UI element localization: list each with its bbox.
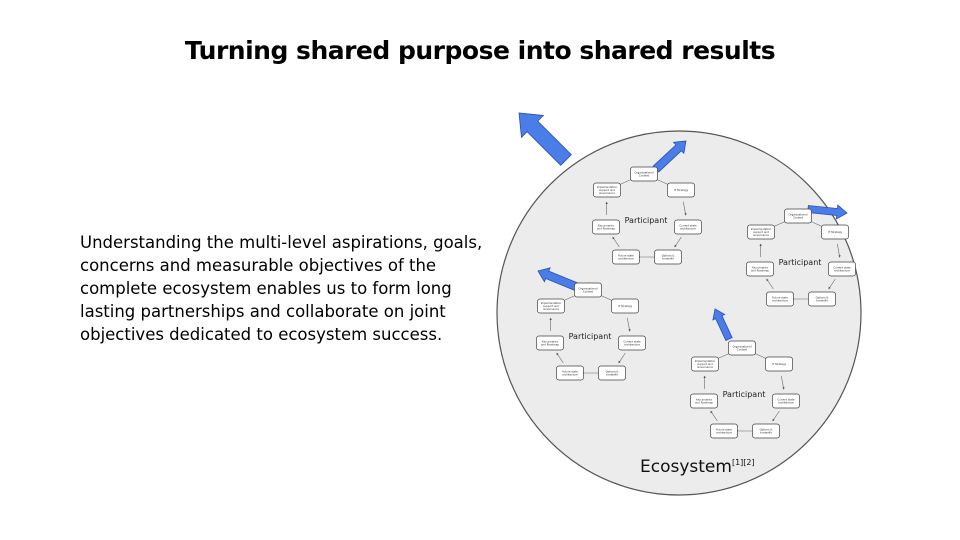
cycle-step-label: IT Strategy [618,304,633,308]
cycle-step-box [766,291,794,307]
cycle-step-box [674,219,702,235]
cycle-connector [618,352,626,364]
block-arrow [518,112,572,166]
cycle-step-box [536,335,564,351]
cycle-connector [836,243,841,258]
participant-label: Participant [779,258,822,267]
participant-label: Participant [625,216,668,225]
participant-label: Participant [569,332,612,341]
block-arrow [652,140,687,173]
cycle-step-box [765,356,793,372]
ecosystem-label: Ecosystem[1][2] [640,457,755,477]
cycle-connector [626,317,631,332]
cycle-step-box [808,291,836,307]
ecosystem-circle [496,130,862,496]
body-line: lasting partnerships and collaborate on … [80,302,446,321]
body-line: complete ecosystem enables us to form lo… [80,279,452,298]
cycle-step-label: IT Strategy [772,362,787,366]
cycle-connector [710,410,718,422]
body-line: objectives dedicated to ecosystem succes… [80,325,443,344]
cycle-step-box [612,249,640,265]
cycle-connector [766,278,774,290]
block-arrow [537,267,580,292]
cycle-connector [772,410,780,422]
cycle-step-label: Options &tradeoffs [816,295,829,302]
cycle-step-box [667,182,695,198]
cycle-step-box [598,365,626,381]
cycle-connector [780,375,785,390]
cycle-step-box [618,335,646,351]
cycle-step-box [746,261,774,277]
cycle-step-box [728,340,756,356]
cycle-step-box [710,423,738,439]
cycle-step-box [690,393,718,409]
ecosystem-label-text: Ecosystem [640,457,732,477]
cycle-step-box [821,224,849,240]
cycle-step-box [593,182,621,198]
cycle-step-box [752,423,780,439]
cycle-step-box [784,208,812,224]
block-arrow [712,308,733,342]
cycle-step-label: IT Strategy [828,230,843,234]
block-arrow [807,204,848,220]
cycle-connector [674,236,682,248]
cycle-step-box [691,356,719,372]
cycle-step-label: Options &tradeoffs [606,369,619,376]
cycle-step-box [654,249,682,265]
cycle-step-box [747,224,775,240]
body-text: Understanding the multi-level aspiration… [80,231,490,346]
cycle-step-label: IT Strategy [674,188,689,192]
cycle-step-label: Options &tradeoffs [760,427,773,434]
cycle-step-box [828,261,856,277]
body-line: Understanding the multi-level aspiration… [80,233,483,252]
cycle-connector [612,236,620,248]
cycle-step-box [556,365,584,381]
cycle-step-box [611,298,639,314]
body-line: concerns and measurable objectives of th… [80,256,437,275]
cycle-step-box [630,166,658,182]
ecosystem-refs: [1][2] [732,458,755,467]
cycle-step-box [592,219,620,235]
cycle-step-box [574,282,602,298]
cycle-connector [828,278,836,290]
cycle-connector [556,352,564,364]
cycle-step-box [537,298,565,314]
cycle-step-label: Options &tradeoffs [662,253,675,260]
cycle-connector [682,201,687,216]
slide-title: Turning shared purpose into shared resul… [184,36,776,65]
cycle-step-box [772,393,800,409]
participant-label: Participant [723,390,766,399]
